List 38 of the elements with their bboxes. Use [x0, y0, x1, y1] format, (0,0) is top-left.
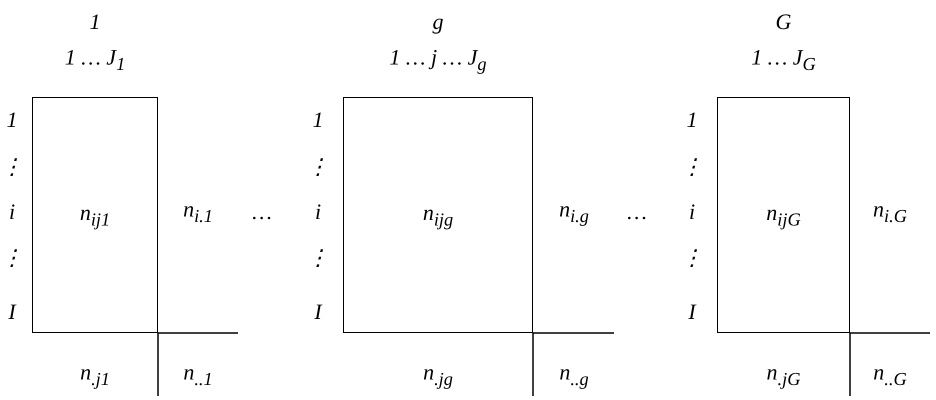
- vertical-ellipsis: ⋮: [681, 156, 703, 178]
- grand-total-symbol: n$_{..g}$: [559, 362, 589, 388]
- row-index-label: I: [8, 301, 16, 323]
- group-label: g: [432, 11, 444, 33]
- column-total-symbol: n$_{.j1}$: [80, 362, 110, 388]
- grand-total-symbol: n$_{..G}$: [873, 362, 907, 388]
- column-index-label: 1 … J$_{G}$: [751, 46, 816, 74]
- grand-total-symbol: n$_{..1}$: [183, 362, 213, 388]
- column-index-label: 1 … J$_{1}$: [64, 46, 126, 74]
- column-total-symbol: n$_{.jg}$: [423, 362, 453, 388]
- group-label: G: [776, 11, 792, 33]
- table-box: [343, 97, 533, 333]
- row-index-label: I: [314, 301, 322, 323]
- vertical-ellipsis: ⋮: [307, 247, 329, 269]
- horizontal-ellipsis: …: [627, 201, 647, 223]
- vertical-ellipsis: ⋮: [1, 156, 23, 178]
- row-total-symbol: n$_{i.g}$: [559, 198, 589, 226]
- vertical-ellipsis: ⋮: [1, 247, 23, 269]
- row-index-label: i: [8, 201, 16, 223]
- row-total-symbol: n$_{i.G}$: [873, 198, 907, 226]
- row-index-label: 1: [6, 109, 18, 131]
- column-total-symbol: n$_{.jG}$: [766, 362, 800, 388]
- cell-symbol: n$_{ijg}$: [422, 200, 454, 230]
- table-box: [717, 97, 850, 333]
- row-index-label: i: [314, 201, 322, 223]
- column-index-label: 1 … j … J$_{g}$: [389, 46, 487, 74]
- table-box: [32, 97, 158, 333]
- vertical-ellipsis: ⋮: [681, 247, 703, 269]
- row-index-label: I: [688, 301, 696, 323]
- row-index-label: 1: [312, 109, 324, 131]
- cell-symbol: n$_{ij1}$: [80, 200, 110, 230]
- group-label: 1: [90, 11, 100, 33]
- horizontal-ellipsis: …: [252, 201, 272, 223]
- row-total-symbol: n$_{i.1}$: [183, 198, 213, 226]
- vertical-ellipsis: ⋮: [307, 156, 329, 178]
- cell-symbol: n$_{ijG}$: [766, 200, 801, 230]
- row-index-label: 1: [686, 109, 698, 131]
- row-index-label: i: [688, 201, 696, 223]
